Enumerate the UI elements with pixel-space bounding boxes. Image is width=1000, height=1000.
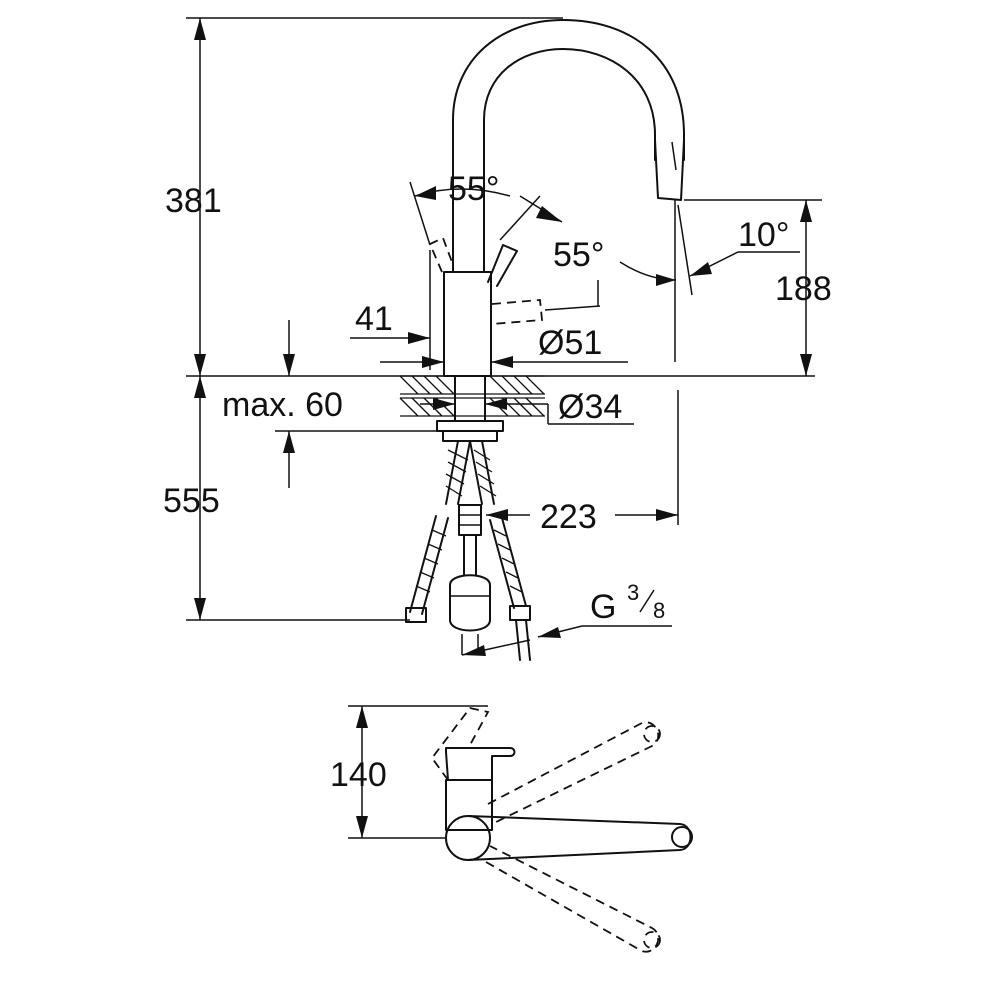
dim-spout-outlet-height: 188 — [775, 270, 832, 308]
spout-ghost-upper — [487, 721, 659, 825]
dim-lever-offset: 41 — [355, 300, 393, 338]
dim-lever-angle-top: 55° — [448, 170, 499, 208]
faucet-side-view: 381 555 max. 60 41 Ø51 Ø34 — [163, 17, 832, 661]
lever-handle — [487, 244, 518, 287]
dim-mounting-hole: Ø34 — [558, 388, 622, 426]
hose-weight — [449, 574, 491, 632]
spout-arm-top — [467, 815, 692, 861]
supply-hose-right — [489, 517, 531, 661]
deck-hatch-bottom — [399, 397, 545, 417]
mounting-nut — [436, 420, 504, 432]
faucet-top-view: 140 — [330, 705, 693, 953]
hose-connector — [458, 504, 482, 536]
dim-lever-angle-side: 55° — [553, 236, 604, 274]
dim-total-height: 381 — [165, 182, 222, 220]
deck-hatch-top — [399, 375, 545, 395]
dim-thread-numerator: 3 — [627, 580, 639, 605]
lever-ghost-left — [428, 236, 453, 273]
spout-inner — [483, 48, 656, 273]
spout-base-top — [445, 815, 491, 861]
body-top-view — [445, 779, 493, 831]
dim-connection-thread: G — [590, 588, 616, 626]
dim-body-diameter: Ø51 — [538, 324, 602, 362]
lever-ghost-top — [430, 706, 490, 781]
dim-spout-tilt: 10° — [738, 216, 789, 254]
spray-head — [654, 139, 685, 201]
faucet-body — [443, 271, 492, 377]
supply-hose-left — [405, 515, 449, 623]
dim-below-deck: 555 — [163, 482, 220, 520]
hose-pullout — [445, 440, 497, 505]
spout-ghost-lower — [485, 845, 659, 953]
spout-outer — [452, 19, 685, 273]
dim-spout-reach: 223 — [540, 498, 597, 536]
lever-ghost-right — [491, 299, 543, 325]
dim-thread-denominator: 8 — [653, 598, 665, 623]
dim-swivel-depth: 140 — [330, 756, 387, 794]
dim-mounting-thickness: max. 60 — [222, 386, 343, 424]
lever-top-view — [445, 747, 516, 781]
